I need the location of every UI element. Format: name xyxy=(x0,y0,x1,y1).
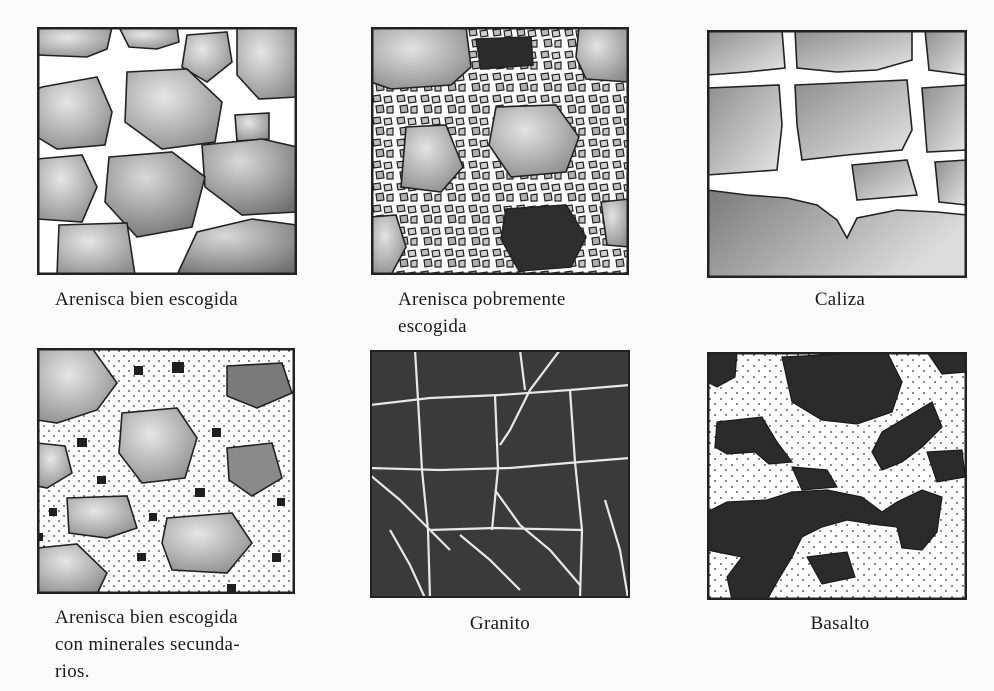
panel-caliza xyxy=(707,30,967,278)
panel-basalto xyxy=(707,352,967,600)
caption-granito: Granito xyxy=(440,610,560,637)
caption-caliza: Caliza xyxy=(800,286,880,313)
arenisca-pobremente-escogida-drawing xyxy=(371,27,629,275)
caption-arenisca-bien-escogida: Arenisca bien escogida xyxy=(55,286,238,313)
granito-drawing xyxy=(370,350,630,598)
caliza-drawing xyxy=(707,30,967,278)
arenisca-bien-escogida-drawing xyxy=(37,27,297,275)
caption-basalto: Basalto xyxy=(790,610,890,637)
arenisca-minerales-secundarios-drawing xyxy=(37,348,295,594)
caption-arenisca-minerales-secundarios: Arenisca bien escogida con minerales sec… xyxy=(55,604,240,685)
panel-arenisca-bien-escogida xyxy=(37,27,297,275)
panel-arenisca-minerales-secundarios xyxy=(37,348,295,594)
panel-granito xyxy=(370,350,630,598)
panel-arenisca-pobremente-escogida xyxy=(371,27,629,275)
basalto-drawing xyxy=(707,352,967,600)
caption-arenisca-pobremente-escogida: Arenisca pobremente escogida xyxy=(398,286,566,340)
